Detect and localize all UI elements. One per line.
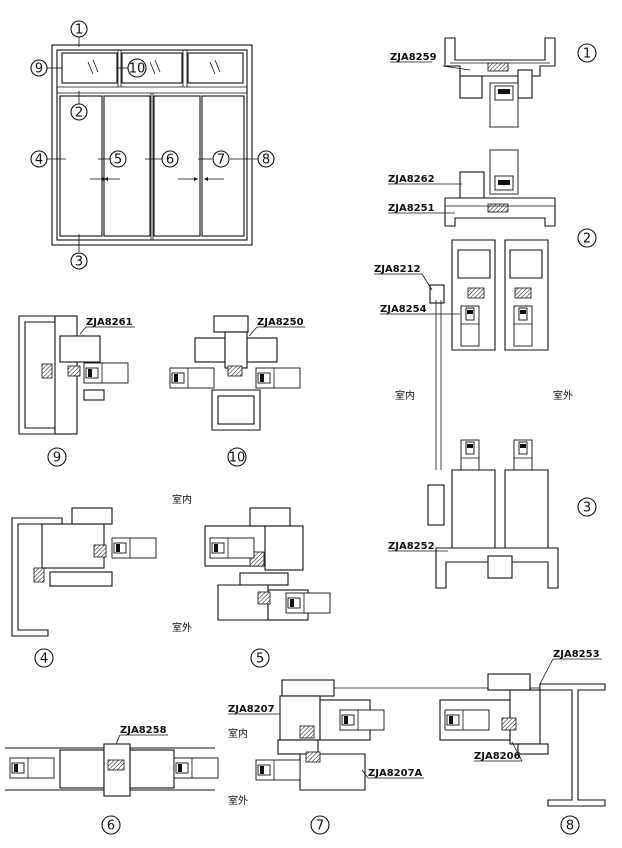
label-zja8258: ZJA8258 [120, 725, 167, 736]
label-zja8206: ZJA8206 [474, 751, 521, 762]
section-4 [11, 507, 157, 637]
callout-3-elevation: 3 [70, 252, 88, 270]
svg-text:6: 6 [107, 819, 115, 834]
svg-text:8: 8 [566, 819, 574, 834]
svg-text:5: 5 [256, 652, 264, 667]
callout-6-elevation: 6 [161, 150, 179, 168]
label-zja8207a: ZJA8207A [368, 768, 423, 779]
label-zja8254: ZJA8254 [380, 304, 427, 315]
svg-text:5: 5 [114, 153, 122, 168]
svg-text:10: 10 [129, 62, 146, 77]
section-5 [204, 507, 331, 621]
section-3-sill [427, 439, 559, 589]
label-zja8212: ZJA8212 [374, 264, 421, 275]
label-zja8253: ZJA8253 [553, 649, 600, 660]
callout-1-elevation: 1 [70, 20, 88, 38]
label-zja8261: ZJA8261 [86, 317, 133, 328]
callout-9-section: 9 [47, 447, 67, 467]
svg-text:4: 4 [40, 652, 48, 667]
svg-text:9: 9 [53, 451, 61, 466]
label-zja8207: ZJA8207 [228, 704, 275, 715]
svg-text:8: 8 [262, 153, 270, 168]
label-inside-45: 室内 [172, 493, 192, 506]
callout-8-elevation: 8 [257, 150, 275, 168]
callout-9-elevation: 9 [30, 59, 48, 77]
section-9 [18, 315, 129, 435]
window-elevation [47, 37, 258, 252]
label-outside-6: 室外 [228, 794, 248, 807]
section-6 [5, 743, 219, 797]
callout-3-section: 3 [577, 497, 597, 517]
svg-text:1: 1 [75, 23, 83, 38]
callout-7-elevation: 7 [212, 150, 230, 168]
label-zja8262: ZJA8262 [388, 174, 435, 185]
callout-7-section: 7 [310, 815, 330, 835]
callout-10-elevation: 10 [127, 58, 147, 78]
section-1-head [442, 37, 556, 128]
label-zja8252: ZJA8252 [388, 541, 435, 552]
svg-text:2: 2 [583, 232, 591, 247]
section-10 [169, 315, 301, 431]
section-7 [255, 679, 548, 791]
svg-text:6: 6 [166, 153, 174, 168]
label-zja8259: ZJA8259 [390, 52, 437, 63]
callout-2-section: 2 [577, 228, 597, 248]
svg-text:3: 3 [583, 501, 591, 516]
svg-text:9: 9 [35, 62, 43, 77]
svg-text:7: 7 [316, 819, 324, 834]
callout-6-section: 6 [101, 815, 121, 835]
callout-4-section: 4 [34, 648, 54, 668]
label-outside-section: 室外 [553, 389, 573, 402]
label-outside-45: 室外 [172, 621, 192, 634]
svg-text:1: 1 [583, 47, 591, 62]
svg-text:4: 4 [35, 153, 43, 168]
callout-8-section: 8 [560, 815, 580, 835]
callout-5-elevation: 5 [109, 150, 127, 168]
svg-text:3: 3 [75, 255, 83, 270]
section-2-transom [429, 149, 556, 470]
label-inside-7: 室内 [228, 727, 248, 740]
callout-10-section: 10 [227, 447, 247, 467]
svg-text:2: 2 [75, 106, 83, 121]
label-zja8251: ZJA8251 [388, 203, 435, 214]
callout-5-section: 5 [250, 648, 270, 668]
svg-text:10: 10 [229, 451, 246, 466]
svg-text:7: 7 [217, 153, 225, 168]
callout-2-elevation: 2 [70, 103, 88, 121]
callout-4-elevation: 4 [30, 150, 48, 168]
label-inside-section: 室内 [395, 389, 415, 402]
label-zja8250: ZJA8250 [257, 317, 304, 328]
section-8 [439, 673, 606, 807]
callout-1-section: 1 [577, 43, 597, 63]
